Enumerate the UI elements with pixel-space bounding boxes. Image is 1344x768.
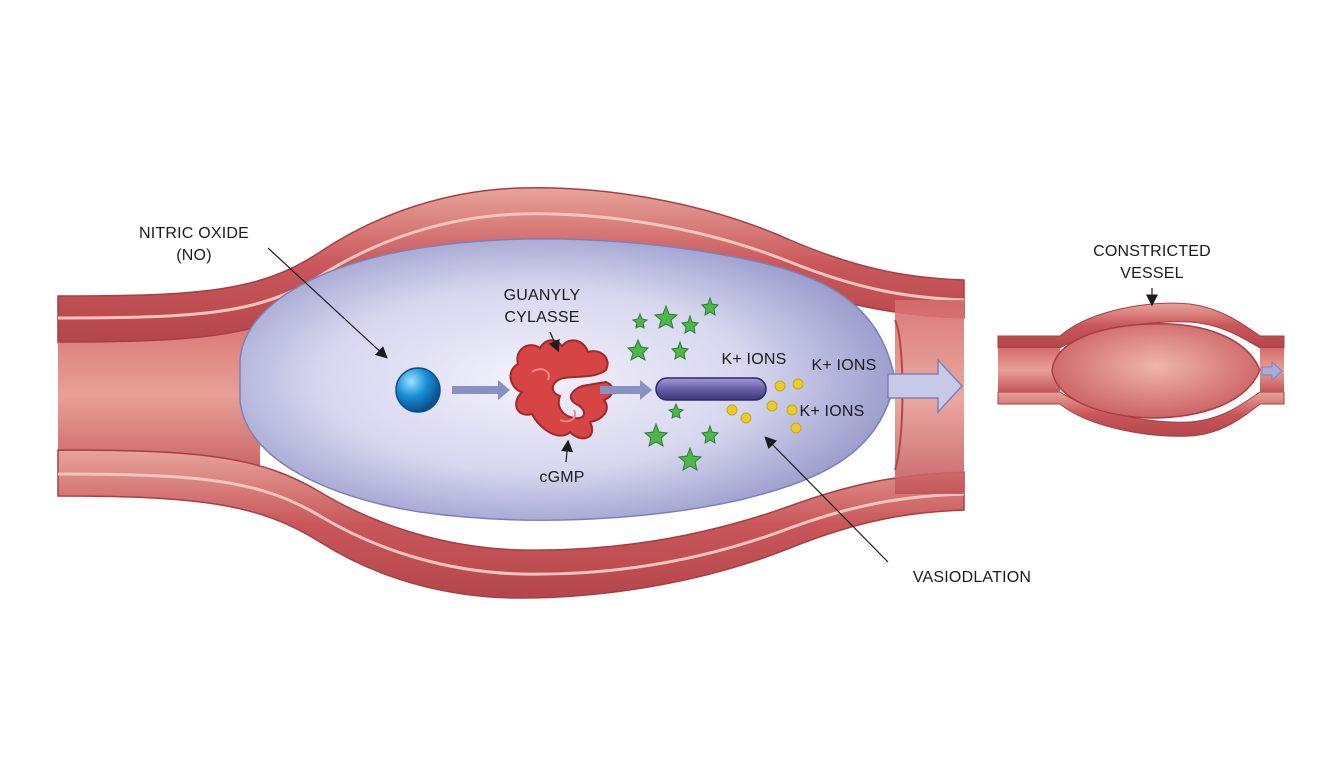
green-star-icon bbox=[626, 338, 650, 362]
flow-arrow-no-to-enzyme bbox=[452, 380, 510, 400]
guanylyl-cyclase-label: GUANYLY bbox=[504, 287, 581, 304]
constricted-flow-arrow bbox=[1261, 360, 1283, 382]
green-star-icon bbox=[670, 340, 690, 360]
green-star-icon bbox=[680, 314, 700, 334]
vessel-lining-top bbox=[57, 212, 965, 320]
guanylyl-pointer bbox=[548, 331, 560, 353]
vessel-left-tube bbox=[58, 300, 260, 490]
green-star-icon bbox=[700, 424, 720, 444]
green-star-icon bbox=[653, 304, 679, 330]
k-ions-label-3: K+ IONS bbox=[800, 403, 865, 420]
constricted-vessel-label: CONSTRICTED bbox=[1093, 243, 1211, 260]
constricted-vessel bbox=[997, 302, 1285, 437]
cgmp-pointer bbox=[561, 439, 574, 463]
green-star-icon bbox=[631, 312, 649, 329]
cgmp-label: cGMP bbox=[539, 469, 584, 486]
green-star-icon bbox=[643, 422, 669, 448]
green-star-icon bbox=[700, 296, 720, 316]
ion-dot bbox=[786, 404, 798, 416]
vessel-lining-bottom bbox=[57, 472, 965, 576]
potassium-channel bbox=[655, 377, 767, 401]
flow-arrow-enzyme-to-channel bbox=[600, 380, 652, 400]
guanylyl-cyclase-label-2: CYLASSE bbox=[504, 309, 579, 326]
ion-dot bbox=[790, 422, 802, 434]
ion-dot bbox=[792, 378, 804, 390]
nitric-oxide-pointer bbox=[267, 247, 388, 359]
green-star-icon bbox=[677, 446, 703, 472]
nitric-oxide-molecule bbox=[395, 367, 441, 413]
constricted-vessel-label-2: VESSEL bbox=[1120, 265, 1183, 282]
nitric-oxide-label-2: (NO) bbox=[176, 247, 211, 264]
nitric-oxide-label: NITRIC OXIDE bbox=[139, 225, 249, 242]
constricted-lumen bbox=[1051, 323, 1261, 419]
green-star-icon bbox=[667, 402, 685, 419]
outflow-arrow bbox=[887, 358, 964, 414]
vasodilation-label: VASIODLATION bbox=[913, 569, 1031, 586]
ion-dot bbox=[740, 412, 752, 424]
guanylyl-cyclase-enzyme bbox=[509, 339, 614, 440]
constricted-wall-bottom bbox=[997, 391, 1285, 437]
ion-dot bbox=[726, 404, 738, 416]
vasodilation-pointer bbox=[764, 436, 889, 563]
vessel-wall-bottom bbox=[57, 449, 965, 599]
potassium-ions bbox=[726, 378, 804, 434]
ion-dot bbox=[766, 400, 778, 412]
main-vessel bbox=[57, 187, 965, 599]
ion-dot bbox=[774, 380, 786, 392]
k-ions-label-1: K+ IONS bbox=[722, 351, 787, 368]
k-ions-label-2: K+ IONS bbox=[812, 357, 877, 374]
signal-molecules bbox=[626, 296, 720, 472]
